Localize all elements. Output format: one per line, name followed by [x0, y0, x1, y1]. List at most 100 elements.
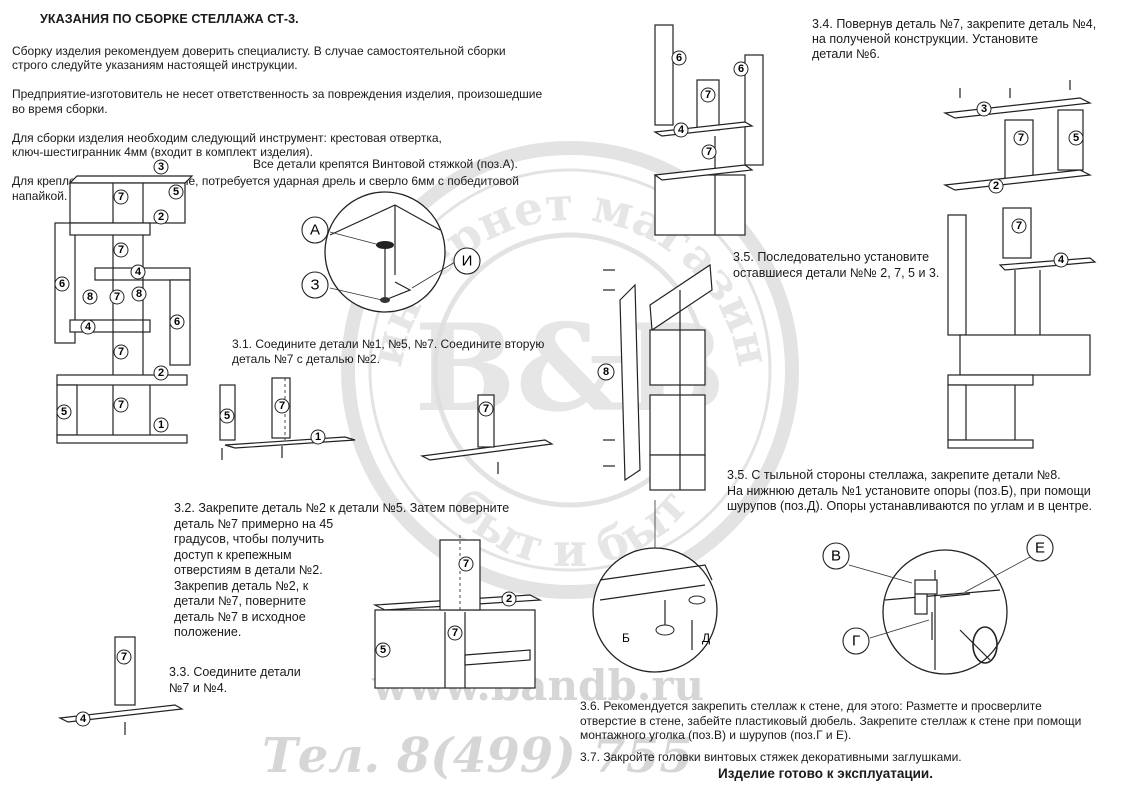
svg-text:3: 3 [158, 161, 164, 173]
callout-e: Е [1026, 534, 1054, 562]
svg-text:4: 4 [1058, 254, 1065, 266]
part-number-6: 6 [54, 276, 70, 292]
svg-text:7: 7 [483, 403, 489, 415]
svg-text:Г: Г [852, 633, 860, 650]
svg-text:3: 3 [981, 103, 987, 115]
step-3-1: 3.1. Соедините детали №1, №5, №7. Соедин… [232, 337, 545, 366]
screw-detail-drawing [324, 191, 456, 313]
step-3-5-shelf-drawing [947, 207, 1097, 449]
part-number-7: 7 [113, 242, 129, 258]
part-number-1: 1 [310, 429, 326, 445]
svg-text:7: 7 [118, 399, 124, 411]
part-number-2: 2 [153, 209, 169, 225]
svg-text:7: 7 [463, 558, 469, 570]
part-number-7: 7 [274, 398, 290, 414]
svg-text:6: 6 [174, 316, 180, 328]
part-number-7: 7 [458, 556, 474, 572]
part-number-5: 5 [56, 404, 72, 420]
svg-text:4: 4 [135, 266, 142, 278]
part-number-7: 7 [109, 289, 125, 305]
callout-a: А [301, 216, 329, 244]
svg-text:1: 1 [158, 419, 164, 431]
svg-text:1: 1 [315, 431, 321, 443]
part-number-7: 7 [113, 344, 129, 360]
letter-callouts: А И З В Е Г [301, 216, 1054, 655]
svg-text:7: 7 [121, 651, 127, 663]
svg-text:5: 5 [380, 644, 386, 656]
svg-text:7: 7 [118, 346, 124, 358]
part-number-2: 2 [988, 178, 1004, 194]
part-number-5: 5 [219, 408, 235, 424]
intro-paragraph: Сборку изделия рекомендуем доверить спец… [12, 43, 506, 73]
svg-text:8: 8 [136, 288, 142, 300]
svg-text:7: 7 [706, 146, 712, 158]
part-number-4: 4 [80, 319, 96, 335]
callout-d: Д [702, 631, 710, 645]
svg-text:4: 4 [80, 713, 87, 725]
svg-text:7: 7 [705, 89, 711, 101]
svg-text:2: 2 [158, 367, 164, 379]
svg-text:6: 6 [676, 52, 682, 64]
svg-text:5: 5 [224, 410, 230, 422]
part-number-6: 6 [733, 61, 749, 77]
final-note: Изделие готово к эксплуатации. [718, 766, 933, 781]
foot-detail-drawing [592, 500, 718, 673]
part-number-4: 4 [673, 122, 689, 138]
part-number-8: 8 [82, 289, 98, 305]
back-panel-drawing [603, 263, 713, 491]
step-3-4-parts-drawing [653, 24, 764, 236]
step-3-5-back: 3.5. С тыльной стороны стеллажа, закрепи… [727, 468, 1093, 513]
part-number-7: 7 [447, 625, 463, 641]
svg-text:6: 6 [738, 63, 744, 75]
bracket-detail-drawing [848, 549, 1033, 675]
callout-v: В [822, 542, 850, 570]
svg-text:8: 8 [603, 366, 609, 378]
svg-text:2: 2 [506, 593, 512, 605]
svg-text:5: 5 [61, 406, 67, 418]
watermark-phone: Тел. 8(499) 755 [262, 728, 693, 784]
step-3-3: 3.3. Соедините детали №7 и №4. [169, 665, 301, 695]
callout-z: З [301, 271, 329, 299]
step-3-6: 3.6. Рекомендуется закрепить стеллаж к с… [580, 699, 1082, 742]
intro-paragraph: Предприятие-изготовитель не несет ответс… [12, 87, 543, 116]
part-number-7: 7 [116, 649, 132, 665]
svg-text:И: И [462, 253, 473, 270]
part-number-1: 1 [153, 417, 169, 433]
svg-text:6: 6 [59, 278, 65, 290]
screw-note: Все детали крепятся Винтовой стяжкой (по… [253, 157, 518, 171]
part-number-7: 7 [700, 87, 716, 103]
callout-b: Б [622, 631, 630, 645]
svg-text:А: А [310, 222, 320, 239]
part-number-4: 4 [75, 711, 91, 727]
part-number-3: 3 [153, 159, 169, 175]
part-number-4: 4 [130, 264, 146, 280]
svg-text:7: 7 [118, 191, 124, 203]
svg-text:7: 7 [1018, 132, 1024, 144]
part-number-7: 7 [478, 401, 494, 417]
svg-text:7: 7 [1016, 220, 1022, 232]
part-number-6: 6 [671, 50, 687, 66]
svg-text:7: 7 [279, 400, 285, 412]
step-3-1-drawing [219, 377, 554, 474]
page-title: УКАЗАНИЯ ПО СБОРКЕ СТЕЛЛАЖА СТ-3. [40, 12, 299, 26]
svg-text:5: 5 [1073, 132, 1079, 144]
intro-paragraph: Для сборки изделия необходим следующий и… [12, 130, 442, 160]
part-number-3: 3 [976, 101, 992, 117]
part-number-7: 7 [1013, 130, 1029, 146]
part-number-5: 5 [168, 184, 184, 200]
svg-text:В: В [831, 548, 841, 565]
svg-text:Е: Е [1035, 540, 1045, 557]
part-number-7: 7 [701, 144, 717, 160]
svg-text:8: 8 [87, 291, 93, 303]
callout-i: И [453, 247, 481, 275]
part-number-7: 7 [113, 189, 129, 205]
step-3-5-install: 3.5. Последовательно установите оставшие… [733, 250, 940, 280]
part-number-7: 7 [113, 397, 129, 413]
step-3-2: 3.2. Закрепите деталь №2 к детали №5. За… [174, 501, 510, 639]
svg-text:2: 2 [158, 211, 164, 223]
step-3-2-drawing [372, 535, 543, 689]
part-number-2: 2 [501, 591, 517, 607]
svg-text:4: 4 [85, 321, 92, 333]
part-number-8: 8 [131, 286, 147, 302]
